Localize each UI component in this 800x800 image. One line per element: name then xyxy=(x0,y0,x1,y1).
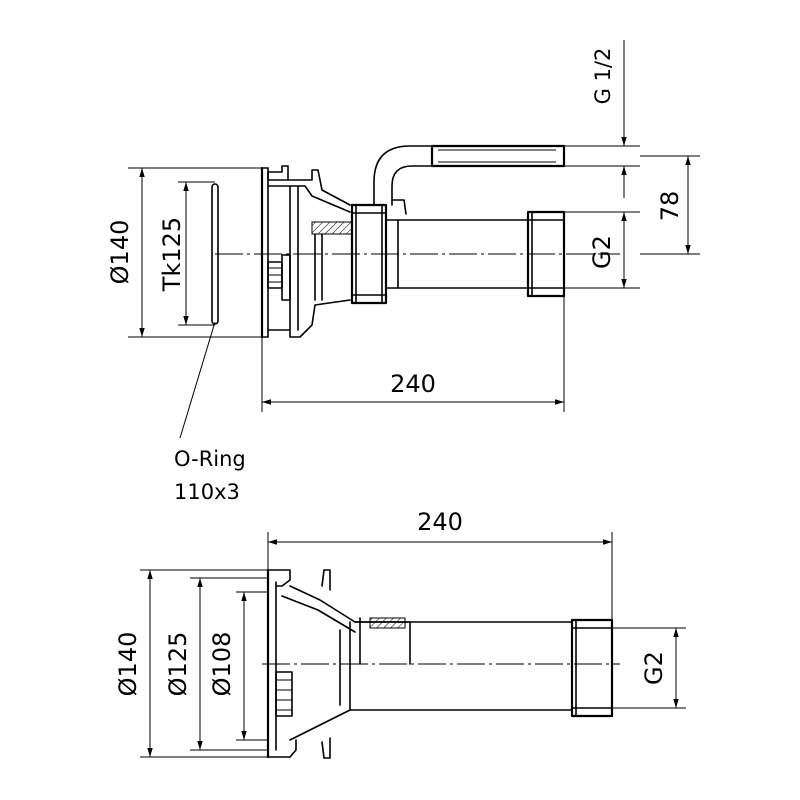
dim-g2-top: G2 xyxy=(564,211,640,289)
coupling-nut xyxy=(350,203,388,305)
dim-tk-125: Tk125 xyxy=(158,181,215,326)
main-pipe-bottom xyxy=(349,618,614,718)
bent-pipe xyxy=(373,144,566,215)
label-height-78: 78 xyxy=(656,191,684,222)
dim-dia-108: Ø108 xyxy=(208,591,268,741)
flange-bottom xyxy=(266,568,411,759)
dim-length-240-top: 240 xyxy=(261,296,565,412)
dim-dia-140-top: Ø140 xyxy=(106,167,262,338)
dim-dia-140-bottom: Ø140 xyxy=(114,569,268,758)
label-g2-bottom: G2 xyxy=(640,651,668,685)
o-ring xyxy=(211,183,219,325)
bottom-view: 240 Ø140 Ø125 Ø108 G2 xyxy=(114,508,686,759)
oring-callout: O-Ring 110x3 xyxy=(174,321,246,504)
flange xyxy=(260,165,353,339)
label-g-1-2: G 1/2 xyxy=(591,48,615,105)
label-dia-125: Ø125 xyxy=(164,632,192,697)
label-tk-125: Tk125 xyxy=(158,217,186,292)
label-dia-108: Ø108 xyxy=(208,632,236,697)
label-length-240-bottom: 240 xyxy=(417,508,463,536)
label-dia-140-top: Ø140 xyxy=(106,220,134,285)
label-oring: O-Ring xyxy=(174,447,246,471)
dim-g-1-2: G 1/2 xyxy=(564,40,640,198)
dim-length-240-bottom: 240 xyxy=(267,508,613,620)
label-g2-top: G2 xyxy=(588,235,616,269)
main-pipe xyxy=(385,210,566,298)
dim-dia-125: Ø125 xyxy=(164,577,268,751)
label-dia-140-bottom: Ø140 xyxy=(114,632,142,697)
dim-height-78: 78 xyxy=(640,155,700,255)
dim-g2-bottom: G2 xyxy=(612,627,686,709)
top-view: Ø140 Tk125 240 G 1/2 xyxy=(106,40,700,504)
label-oring-size: 110x3 xyxy=(174,480,240,504)
label-length-240-top: 240 xyxy=(390,370,436,398)
